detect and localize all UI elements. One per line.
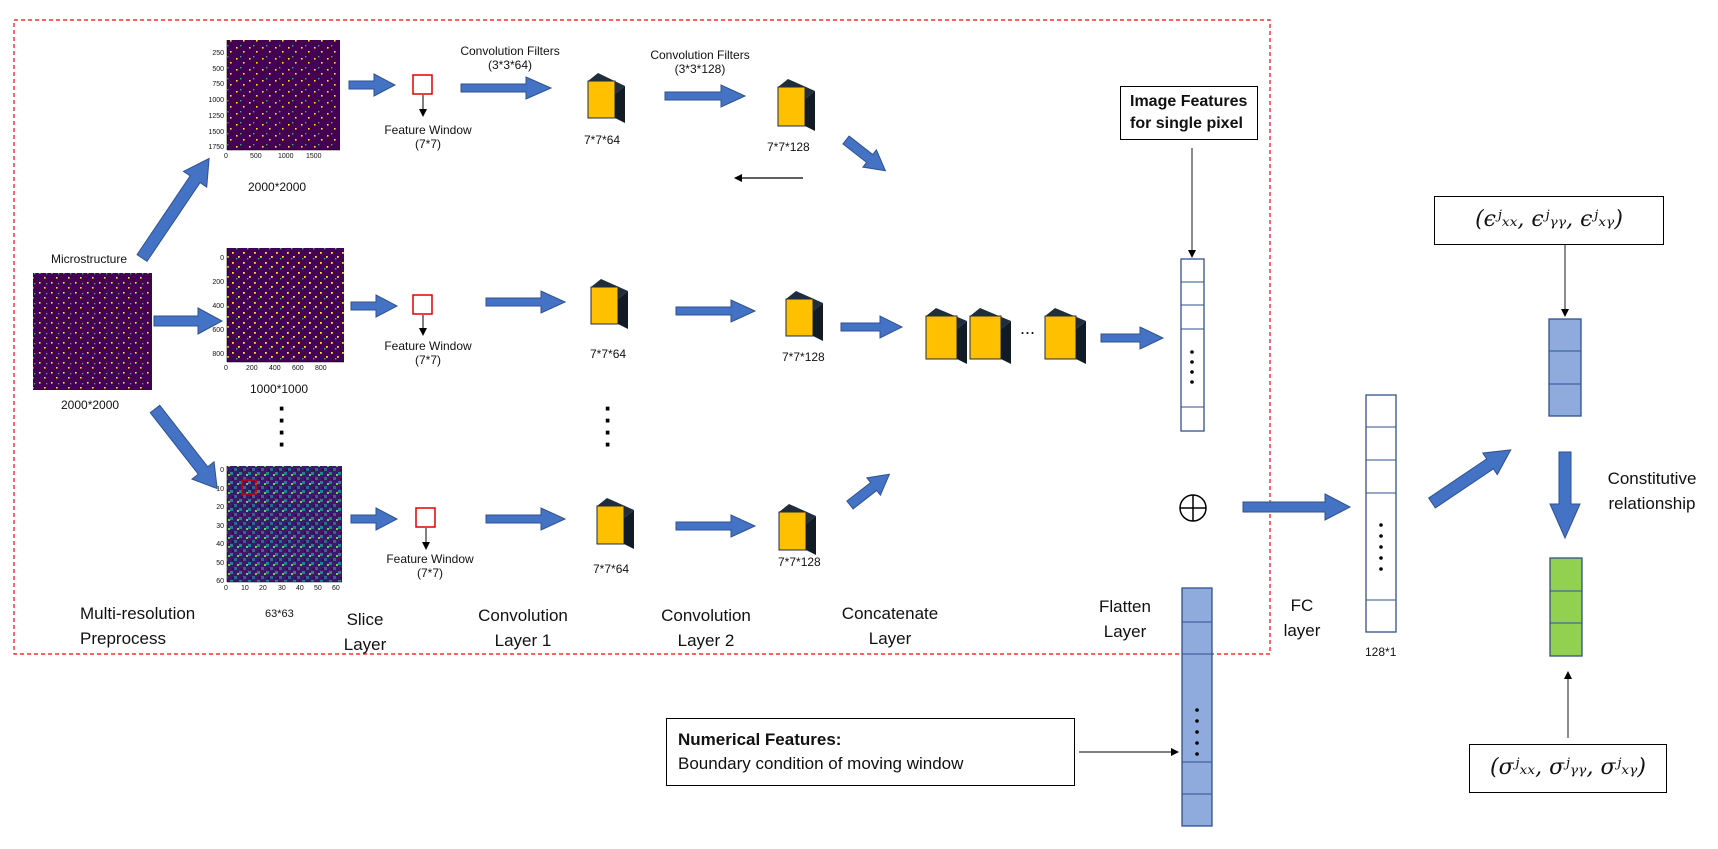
- ellipsis-res-left: ····: [278, 393, 287, 459]
- arrow-fc-to-output: [1427, 449, 1512, 509]
- numerical-features-box: Numerical Features: Boundary condition o…: [666, 718, 1075, 786]
- image-features-box: Image Features for single pixel: [1120, 86, 1258, 140]
- feature-window-1: [412, 74, 433, 95]
- microstructure-label: Microstructure: [51, 252, 128, 266]
- feature-window-2: [412, 294, 433, 315]
- arrow-res1-window: [348, 73, 397, 97]
- fm-label-r2c2: 7*7*128: [782, 350, 825, 364]
- feature-window-3: [415, 507, 436, 528]
- input-size-label: 2000*2000: [61, 398, 120, 412]
- stress-vector: [1549, 557, 1583, 657]
- arrow-conv2-row3: [675, 514, 757, 538]
- feature-map-cube-r2-c1: [590, 279, 628, 329]
- conv-filters-label-1: Convolution Filters(3*3*64): [460, 44, 560, 72]
- fm-label-r3c2: 7*7*128: [778, 555, 821, 569]
- fm-label-r1c2: 7*7*128: [767, 140, 810, 154]
- arrow-row2-to-concat: [840, 315, 904, 339]
- feature-window-label-3: Feature Window(7*7): [386, 552, 474, 580]
- microstructure-input-image: [33, 273, 152, 390]
- fm-label-r1c1: 7*7*64: [584, 133, 621, 147]
- resolution-image-1: [226, 40, 340, 151]
- concat-cube-1: [925, 308, 967, 364]
- arrow-to-fc: [1242, 493, 1352, 521]
- feature-map-cube-r2-c2: [785, 291, 823, 341]
- arrow-row1-to-concat: [842, 135, 887, 172]
- strain-vector: [1548, 318, 1582, 417]
- arrow-conv2-row2: [675, 299, 757, 323]
- feature-window-label-2: Feature Window(7*7): [384, 339, 472, 367]
- res1-size-label: 2000*2000: [248, 180, 307, 194]
- conv-filters-label-2: Convolution Filters(3*3*128): [650, 48, 750, 76]
- concat-cube-2: [969, 308, 1011, 364]
- resolution-image-3: [226, 466, 342, 583]
- stress-box: (σʲₓₓ, σʲᵧᵧ, σʲₓᵧ): [1469, 744, 1667, 793]
- arrow-conv1-row2: [485, 290, 567, 314]
- resolution-image-2: [226, 248, 344, 363]
- constitutive-arrow: [1549, 451, 1581, 540]
- arrow-conv2-row1: [664, 84, 747, 108]
- fc-size-label: 128*1: [1365, 645, 1397, 659]
- fc-vector: [1365, 394, 1397, 633]
- arrow-res2-window: [350, 294, 399, 318]
- res2-size-label: 1000*1000: [250, 382, 309, 396]
- fm-label-r2c1: 7*7*64: [590, 347, 627, 361]
- window-highlight: [241, 479, 257, 495]
- arrow-res3-window: [350, 507, 399, 531]
- arrow-conv1-row3: [485, 507, 567, 531]
- arrow-concat-to-flatten: [1100, 326, 1165, 350]
- strain-box: (ϵʲₓₓ, ϵʲᵧᵧ, ϵʲₓᵧ): [1434, 196, 1664, 245]
- concat-cube-3: [1044, 308, 1086, 364]
- arrow-conv1-row1: [460, 76, 553, 100]
- feature-map-cube-r3-c2: [778, 504, 816, 555]
- arrow-to-res3: [149, 404, 218, 490]
- numerical-feature-vector: [1181, 587, 1213, 827]
- arrow-to-res2: [153, 307, 224, 335]
- feature-window-label-1: Feature Window(7*7): [384, 123, 472, 151]
- arrow-row3-to-concat: [846, 473, 891, 510]
- fm-label-r3c1: 7*7*64: [593, 562, 630, 576]
- feature-map-cube-r1-c2: [777, 79, 815, 131]
- ellipsis-res-right: ····: [604, 393, 613, 459]
- arrow-to-res1: [136, 157, 210, 263]
- feature-map-cube-r3-c1: [596, 498, 634, 549]
- concat-ellipsis: ...: [1020, 318, 1036, 338]
- res3-size-label: 63*63: [265, 608, 294, 620]
- feature-map-cube-r1-c1: [587, 73, 625, 123]
- image-feature-vector: [1180, 258, 1205, 432]
